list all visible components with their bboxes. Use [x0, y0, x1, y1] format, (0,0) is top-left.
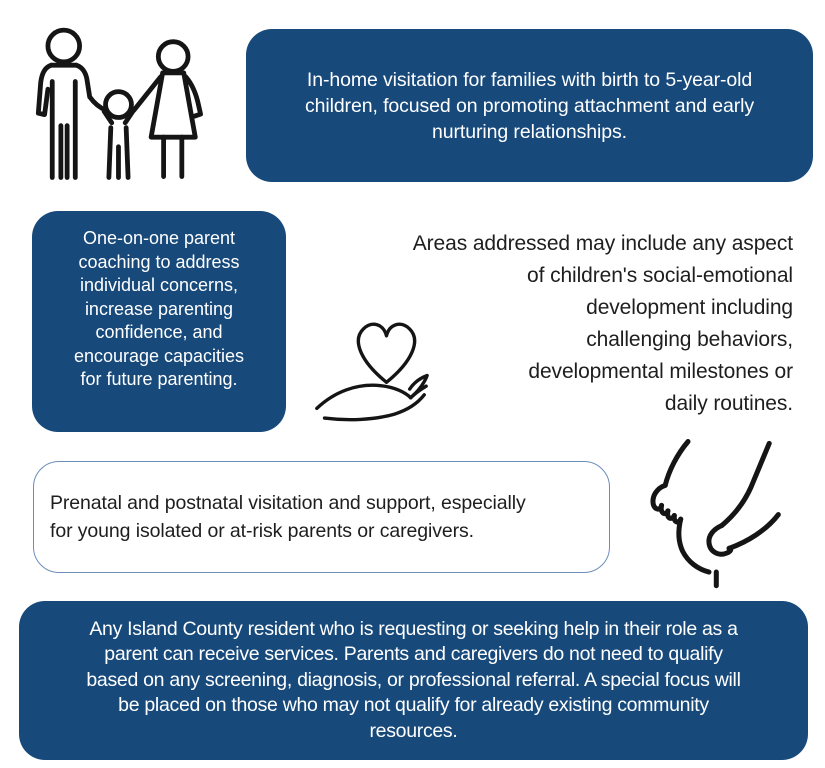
eligibility-text: Any Island County resident who is reques…	[86, 617, 741, 742]
pregnancy-graphic	[650, 439, 781, 589]
family-icon-graphic	[35, 27, 203, 180]
family-holding-hands-icon	[14, 22, 222, 190]
parent-coaching-text: One-on-one parent coaching to address in…	[73, 228, 245, 389]
areas-addressed-text: Areas addressed may include any aspect o…	[412, 232, 793, 415]
prenatal-support-text: Prenatal and postnatal visitation and su…	[50, 492, 526, 542]
hand-holding-heart-icon	[311, 290, 461, 430]
in-home-visitation-text: In-home visitation for families with bir…	[304, 68, 755, 143]
heart-hand-graphic	[315, 322, 429, 422]
in-home-visitation-card: In-home visitation for families with bir…	[246, 29, 813, 182]
parent-coaching-card: One-on-one parent coaching to address in…	[32, 211, 286, 432]
eligibility-card: Any Island County resident who is reques…	[19, 601, 808, 760]
hands-cradling-pregnant-belly-icon	[636, 430, 782, 590]
prenatal-support-card: Prenatal and postnatal visitation and su…	[33, 461, 610, 573]
